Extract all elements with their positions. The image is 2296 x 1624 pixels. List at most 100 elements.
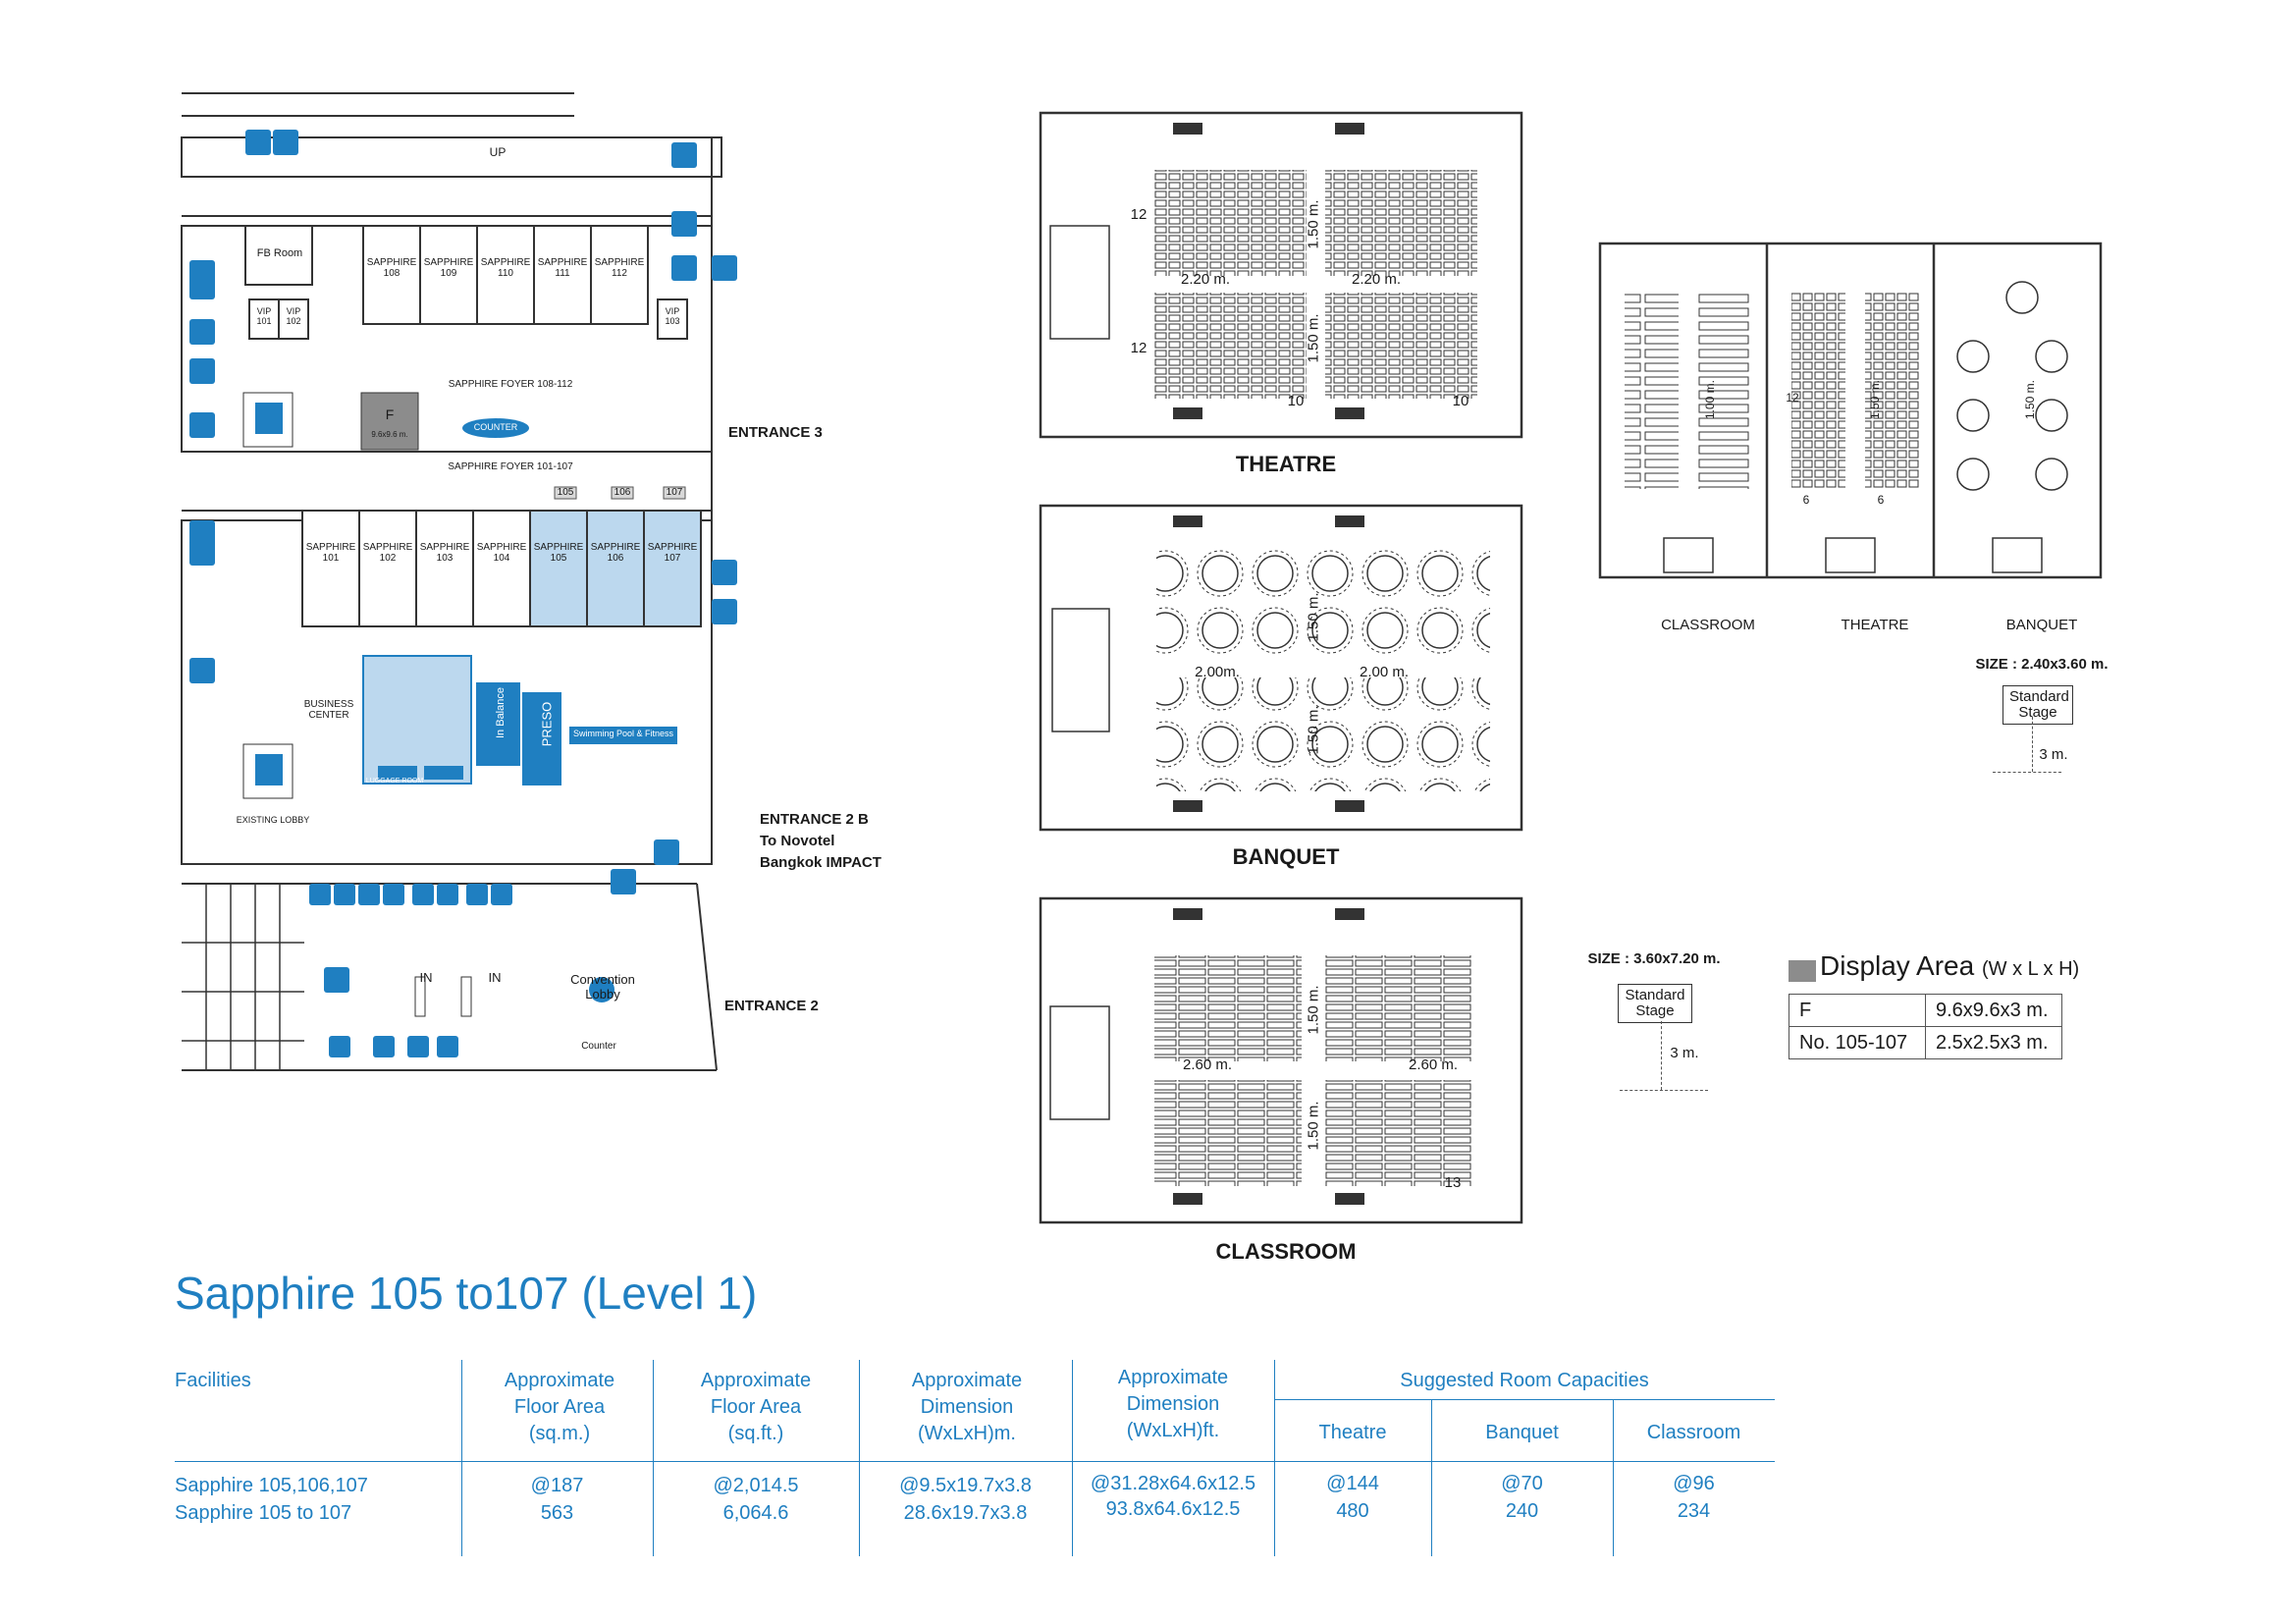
foyer-bottom-label: SAPPHIRE FOYER 101-107	[448, 461, 573, 472]
to-novotel-label: To Novotel	[760, 833, 835, 849]
stage-large-height: 3 m.	[1670, 1045, 1699, 1061]
row-sqft: 6,064.6	[722, 1502, 789, 1524]
classroom-dim-a: 2.60 m.	[1182, 1056, 1233, 1073]
row-sqm: 563	[540, 1502, 574, 1524]
header-facilities: Facilities	[175, 1370, 251, 1391]
stage-small-size: SIZE : 2.40x3.60 m.	[1975, 656, 2109, 673]
preso-label: PRESO	[539, 701, 555, 747]
room-101-label: SAPPHIRE 101	[305, 542, 356, 564]
room-110-label: SAPPHIRE 110	[480, 257, 531, 279]
theatre-count-rows-a: 12	[1130, 206, 1148, 223]
table-divider	[859, 1360, 860, 1556]
room-number-105: 105	[557, 487, 574, 498]
theatre-dim-a: 2.20 m.	[1180, 271, 1231, 288]
entrance-2-label: ENTRANCE 2	[724, 998, 819, 1014]
vip-103-label: VIP 103	[665, 306, 680, 326]
foyer-top-label: SAPPHIRE FOYER 108-112	[448, 379, 573, 390]
header-suggested: Suggested Room Capacities	[1400, 1370, 1649, 1391]
table-divider	[1072, 1360, 1073, 1556]
display-row-size: 2.5x2.5x3 m.	[1925, 1026, 2062, 1059]
row-theatre: 480	[1336, 1500, 1369, 1522]
vip-101-label: VIP 101	[256, 306, 272, 326]
display-row-size: 9.6x9.6x3 m.	[1925, 994, 2062, 1027]
existing-lobby-label: EXISTING LOBBY	[236, 815, 310, 825]
row-name: Sapphire 105 to 107	[175, 1502, 352, 1524]
classroom-dim-v2: 1.50 m.	[1305, 1101, 1322, 1151]
theatre-dim-v1: 1.50 m.	[1305, 199, 1322, 249]
floor-plan-drawing	[181, 92, 737, 1071]
row-dim-ft: 93.8x64.6x12.5	[1105, 1498, 1241, 1520]
room-number-106: 106	[614, 487, 631, 498]
banquet-dim-v2: 1.50 m.	[1305, 705, 1322, 755]
row-sqft: @2,014.5	[713, 1475, 799, 1496]
theatre-title: THEATRE	[1235, 452, 1337, 476]
room-102-label: SAPPHIRE 102	[362, 542, 413, 564]
theatre-dim-v2: 1.50 m.	[1305, 313, 1322, 363]
single-banquet-label: BANQUET	[2005, 617, 2078, 633]
classroom-count: 13	[1444, 1174, 1462, 1191]
row-classroom: 234	[1677, 1500, 1711, 1522]
theatre-count-rows-b: 12	[1130, 340, 1148, 356]
stage-small-dash	[1993, 772, 2061, 773]
table-rule	[1274, 1399, 1775, 1400]
business-center-label: BUSINESS CENTER	[303, 699, 354, 721]
row-dim-ft: @31.28x64.6x12.5	[1090, 1473, 1256, 1494]
display-row: No. 105-107 2.5x2.5x3 m.	[1789, 1026, 2062, 1059]
vip-102-label: VIP 102	[286, 306, 301, 326]
display-area-swatch	[1789, 960, 1816, 982]
banquet-dim-v1: 1.50 m.	[1305, 592, 1322, 642]
theatre-count-cols-a: 10	[1287, 393, 1305, 409]
room-112-label: SAPPHIRE 112	[594, 257, 645, 279]
row-dim-m: @9.5x19.7x3.8	[899, 1475, 1032, 1496]
row-banquet: @70	[1501, 1473, 1543, 1494]
display-area-title: Display Area (W x L x H)	[1820, 950, 2079, 982]
floor-plan	[167, 88, 913, 1080]
room-105-label: SAPPHIRE 105	[533, 542, 584, 564]
banquet-dim-b: 2.00 m.	[1359, 664, 1410, 680]
table-rule	[175, 1461, 1775, 1462]
stage-large-size: SIZE : 3.60x7.20 m.	[1587, 950, 1721, 967]
display-row: F 9.6x9.6x3 m.	[1789, 994, 2062, 1027]
header-classroom: Classroom	[1646, 1422, 1741, 1443]
luggage-label: LUGGAGE ROOM	[365, 778, 424, 785]
banquet-title: BANQUET	[1232, 844, 1340, 869]
display-f-label: F	[385, 406, 395, 422]
row-theatre: @144	[1326, 1473, 1379, 1494]
row-classroom: @96	[1673, 1473, 1715, 1494]
table-divider	[1613, 1399, 1614, 1556]
room-103-label: SAPPHIRE 103	[419, 542, 470, 564]
table-divider	[653, 1360, 654, 1556]
in-label-1: IN	[419, 970, 433, 985]
classroom-dim-v1: 1.50 m.	[1305, 985, 1322, 1035]
stage-large-label: Standard Stage	[1618, 984, 1692, 1023]
row-name: Sapphire 105,106,107	[175, 1475, 368, 1496]
row-banquet: 240	[1505, 1500, 1539, 1522]
display-f-size: 9.6x9.6 m.	[371, 430, 408, 439]
single-count-12: 12	[1786, 391, 1799, 405]
single-classroom-label: CLASSROOM	[1661, 617, 1755, 633]
stage-large-vdash	[1661, 1021, 1662, 1090]
header-dim-ft: Approximate Dimension (WxLxH)ft.	[1117, 1367, 1229, 1441]
single-room-layouts	[1598, 242, 2103, 579]
table-divider	[1431, 1399, 1432, 1556]
room-106-label: SAPPHIRE 106	[590, 542, 641, 564]
header-dim-m: Approximate Dimension (WxLxH)m.	[911, 1370, 1023, 1444]
display-area-title-text: Display Area	[1820, 950, 1975, 981]
row-dim-m: 28.6x19.7x3.8	[903, 1502, 1028, 1524]
display-area-units: (W x L x H)	[1981, 958, 2080, 980]
page-title: Sapphire 105 to107 (Level 1)	[175, 1268, 758, 1319]
banquet-dim-a: 2.00m.	[1195, 664, 1240, 680]
stage-small-label: Standard Stage	[2002, 685, 2073, 725]
header-area-sqft: Approximate Floor Area (sq.ft.)	[700, 1370, 812, 1444]
table-divider	[1274, 1360, 1275, 1556]
convention-lobby-label: Convention Lobby	[570, 972, 635, 1001]
theatre-count-cols-b: 10	[1452, 393, 1469, 409]
swimming-label: Swimming Pool & Fitness	[572, 729, 674, 738]
display-area-table: F 9.6x9.6x3 m. No. 105-107 2.5x2.5x3 m.	[1789, 994, 2062, 1059]
entrance-3-label: ENTRANCE 3	[728, 424, 823, 441]
single-dim-banquet: 1.50 m.	[2023, 379, 2037, 420]
layout-drawings	[1039, 111, 1523, 1224]
stage-small-height: 3 m.	[2039, 746, 2068, 763]
single-count-6a: 6	[1802, 493, 1810, 507]
stage-large-dash	[1620, 1090, 1708, 1091]
